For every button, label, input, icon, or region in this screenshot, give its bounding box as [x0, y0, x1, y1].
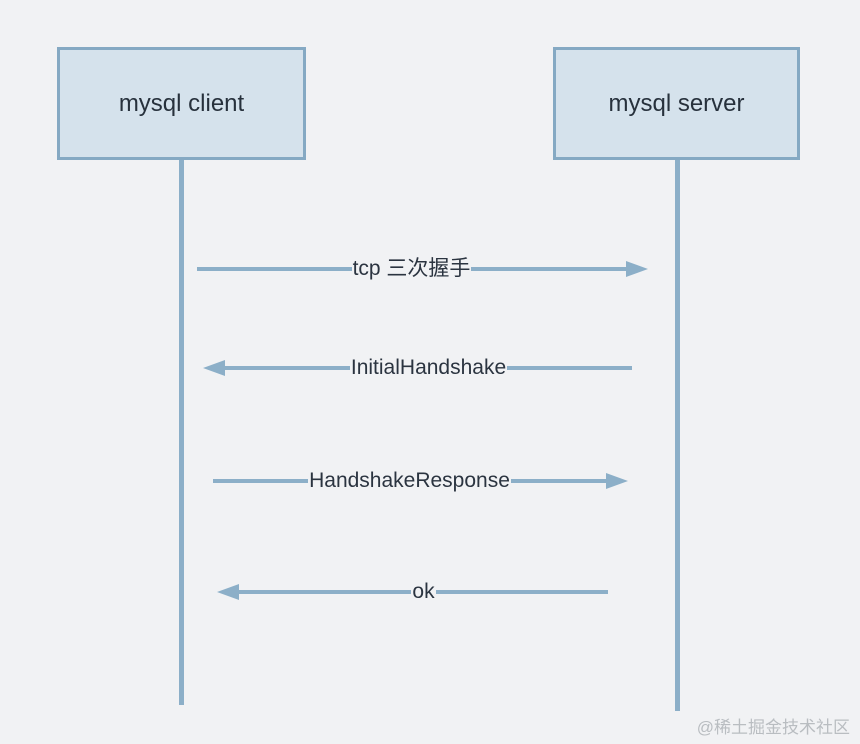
message-label: InitialHandshake: [350, 356, 507, 379]
arrowhead-right-icon: [606, 473, 628, 489]
arrowhead-left-icon: [203, 360, 225, 376]
message-label: ok: [412, 580, 435, 603]
lifeline-mysql-server: [675, 160, 680, 711]
arrowhead-right-icon: [626, 261, 649, 277]
arrowhead-left-icon: [217, 584, 239, 600]
actor-label-mysql-client: mysql client: [118, 89, 245, 117]
message-line: [225, 366, 350, 370]
message-label: tcp 三次握手: [352, 257, 471, 280]
lifeline-mysql-client: [179, 160, 184, 705]
message-label: HandshakeResponse: [309, 469, 510, 492]
message-tcp-handshake: tcp 三次握手: [197, 253, 649, 285]
actor-label-mysql-server: mysql server: [608, 89, 745, 117]
message-handshake-response: HandshakeResponse: [213, 465, 628, 497]
message-ok: ok: [217, 576, 608, 608]
message-line: [197, 267, 352, 271]
message-line: [213, 479, 309, 483]
watermark-text: @稀土掘金技术社区: [696, 718, 850, 737]
message-line: [435, 590, 608, 594]
message-line: [471, 267, 627, 271]
message-initial-handshake: InitialHandshake: [203, 352, 633, 384]
actor-box-mysql-server: mysql server: [553, 47, 800, 160]
message-line: [510, 479, 606, 483]
actor-box-mysql-client: mysql client: [57, 47, 306, 160]
message-line: [239, 590, 412, 594]
message-line: [507, 366, 633, 370]
